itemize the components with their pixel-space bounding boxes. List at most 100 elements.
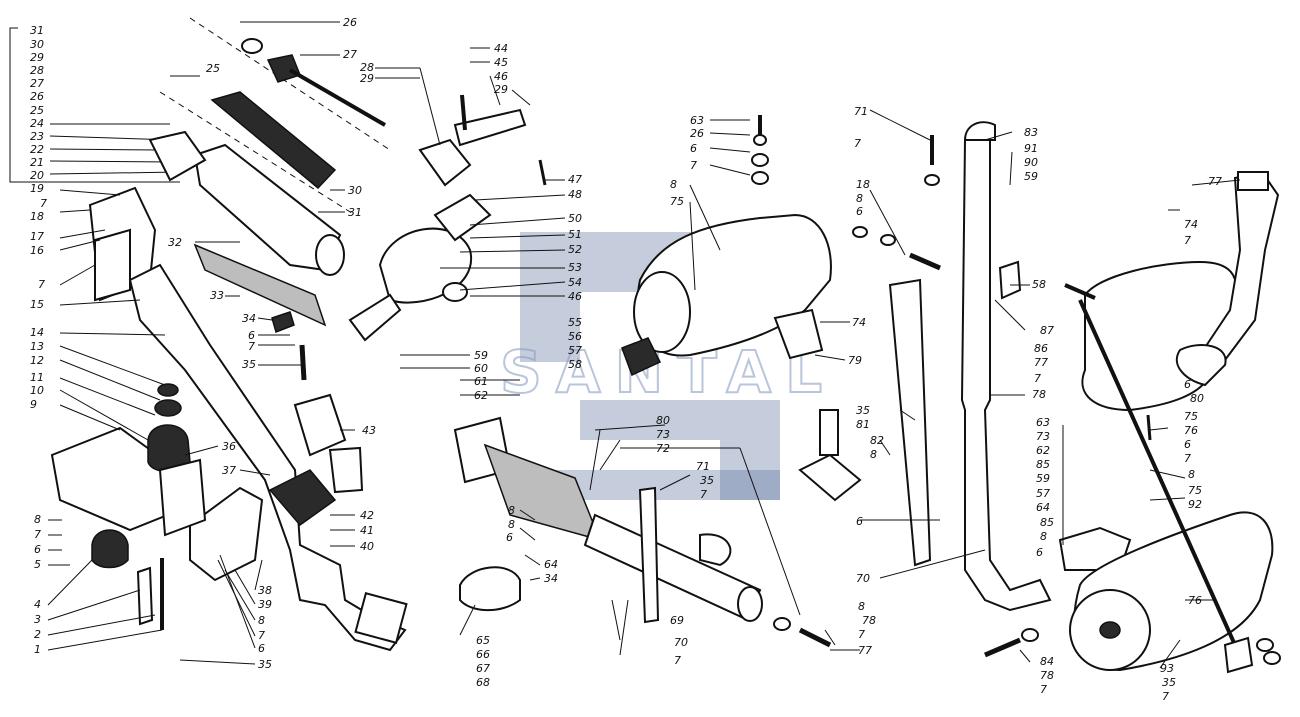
callout-number: 73 bbox=[1036, 430, 1050, 443]
shaft-part bbox=[288, 68, 387, 127]
callout-number: 59 bbox=[474, 349, 488, 362]
bolt-part bbox=[909, 252, 941, 271]
nut-part bbox=[751, 171, 769, 185]
callout-number: 75 bbox=[1188, 484, 1202, 497]
callout-number: 35 bbox=[700, 474, 714, 487]
callout-number: 77 bbox=[1034, 356, 1048, 369]
callout-number: 23 bbox=[30, 130, 44, 143]
callout-number: 53 bbox=[568, 261, 582, 274]
left-bracket bbox=[9, 27, 18, 183]
bracket-part bbox=[189, 486, 264, 582]
flange-part bbox=[1237, 171, 1269, 191]
callout-number: 9 bbox=[30, 398, 37, 411]
muffler-outlet-part bbox=[621, 337, 662, 377]
outlet-part bbox=[1175, 344, 1227, 387]
washer-part bbox=[154, 399, 182, 417]
callout-number: 35 bbox=[258, 658, 272, 671]
callout-number: 90 bbox=[1024, 156, 1038, 169]
callout-number: 8 bbox=[258, 614, 265, 627]
callout-number: 7 bbox=[858, 628, 865, 641]
callout-number: 45 bbox=[494, 56, 508, 69]
callout-number: 62 bbox=[474, 389, 488, 402]
callout-number: 65 bbox=[476, 634, 490, 647]
washer-part bbox=[753, 134, 767, 146]
callout-number: 46 bbox=[568, 290, 582, 303]
callout-number: 59 bbox=[1036, 472, 1050, 485]
callout-number: 78 bbox=[1032, 388, 1046, 401]
callout-number: 7 bbox=[258, 629, 265, 642]
callout-number: 92 bbox=[1188, 498, 1202, 511]
callout-number: 7 bbox=[690, 159, 697, 172]
callout-number: 86 bbox=[1034, 342, 1048, 355]
callout-number: 7 bbox=[1162, 690, 1169, 703]
callout-number: 8 bbox=[670, 178, 677, 191]
callout-number: 51 bbox=[568, 228, 582, 241]
callout-number: 29 bbox=[494, 83, 508, 96]
muffler-inlet-part bbox=[773, 308, 824, 360]
valve-bracket-part bbox=[328, 446, 364, 494]
callout-number: 8 bbox=[34, 513, 41, 526]
callout-number: 28 bbox=[360, 61, 374, 74]
callout-number: 35 bbox=[242, 358, 256, 371]
leader-line bbox=[49, 160, 171, 163]
callout-number: 18 bbox=[856, 178, 870, 191]
callout-number: 48 bbox=[568, 188, 582, 201]
callout-number: 7 bbox=[248, 340, 255, 353]
bracket-part bbox=[158, 458, 207, 537]
callout-number: 46 bbox=[494, 70, 508, 83]
support-bracket-part bbox=[888, 278, 932, 567]
callout-number: 81 bbox=[856, 418, 870, 431]
callout-number: 7 bbox=[1184, 234, 1191, 247]
callout-number: 91 bbox=[1024, 142, 1038, 155]
clip-part bbox=[998, 260, 1022, 300]
callout-number: 12 bbox=[30, 354, 44, 367]
nut-part bbox=[773, 617, 791, 631]
callout-number: 80 bbox=[1190, 392, 1204, 405]
callout-number: 69 bbox=[670, 614, 684, 627]
callout-number: 38 bbox=[258, 584, 272, 597]
gasket-plate-part bbox=[193, 243, 327, 327]
callout-number: 19 bbox=[30, 182, 44, 195]
callout-number: 7 bbox=[1040, 683, 1047, 696]
callout-number: 77 bbox=[1208, 175, 1222, 188]
cap-part bbox=[442, 282, 468, 302]
link-part bbox=[453, 108, 527, 147]
callout-number: 7 bbox=[674, 654, 681, 667]
muffler-outlet-part bbox=[1099, 621, 1121, 639]
bolt-part bbox=[460, 94, 467, 131]
callout-number: 18 bbox=[30, 210, 44, 223]
callout-number: 62 bbox=[1036, 444, 1050, 457]
callout-number: 13 bbox=[30, 340, 44, 353]
lever-part bbox=[418, 138, 472, 187]
valve-part bbox=[293, 393, 347, 457]
callout-number: 29 bbox=[360, 72, 374, 85]
callout-number: 10 bbox=[30, 384, 44, 397]
callout-number: 71 bbox=[696, 460, 710, 473]
callout-number: 30 bbox=[348, 184, 362, 197]
callout-number: 75 bbox=[670, 195, 684, 208]
callout-number: 3 bbox=[34, 613, 41, 626]
rod-part bbox=[1078, 299, 1237, 646]
callout-number: 93 bbox=[1160, 662, 1174, 675]
sleeve-part bbox=[136, 566, 154, 626]
callout-number: 34 bbox=[544, 572, 558, 585]
callout-number: 26 bbox=[690, 127, 704, 140]
nut-part bbox=[1263, 651, 1281, 665]
callout-number: 34 bbox=[242, 312, 256, 325]
callout-number: 29 bbox=[30, 51, 44, 64]
bolt-part bbox=[1064, 283, 1096, 300]
callout-number: 4 bbox=[34, 598, 41, 611]
cylinder-end bbox=[315, 234, 345, 276]
callout-number: 67 bbox=[476, 662, 490, 675]
callout-number: 27 bbox=[30, 77, 44, 90]
inlet-pipe-part bbox=[1198, 170, 1280, 362]
center-muffler bbox=[621, 115, 832, 377]
callout-number: 63 bbox=[1036, 416, 1050, 429]
callout-number: 43 bbox=[362, 424, 376, 437]
bolt-part bbox=[1146, 414, 1152, 441]
upper-left-assembly bbox=[50, 17, 408, 652]
callout-number: 11 bbox=[30, 371, 44, 384]
callout-number: 8 bbox=[1040, 530, 1047, 543]
callout-number: 30 bbox=[30, 38, 44, 51]
mount-plate-part bbox=[798, 453, 862, 502]
